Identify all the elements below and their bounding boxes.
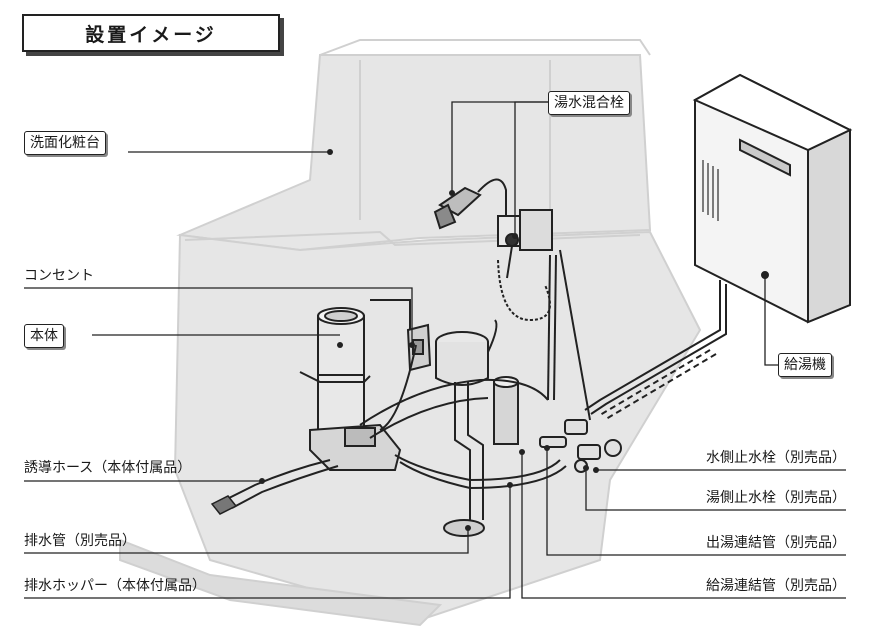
supply-pipes xyxy=(584,280,727,420)
label-outlet: コンセント xyxy=(24,268,94,284)
page-title: 設置イメージ xyxy=(22,14,280,52)
label-hot-supply-pipe: 給湯連結管（別売品） xyxy=(706,578,846,594)
label-induction-hose: 誘導ホース（本体付属品） xyxy=(24,460,192,476)
hoses xyxy=(224,299,567,509)
drain-assembly xyxy=(435,319,519,537)
label-water-heater: 給湯機 xyxy=(778,353,832,377)
label-hot-outlet-pipe: 出湯連結管（別売品） xyxy=(706,535,846,551)
leader-lines xyxy=(24,101,846,599)
main-unit-drawing xyxy=(299,307,402,471)
label-water-stop-valve: 水側止水栓（別売品） xyxy=(706,450,846,466)
label-vanity: 洗面化粧台 xyxy=(24,131,106,155)
mixing-faucet-drawing xyxy=(433,178,591,421)
leader-dots xyxy=(259,149,599,531)
label-mixing-faucet: 湯水混合栓 xyxy=(548,91,630,115)
label-hot-stop-valve: 湯側止水栓（別売品） xyxy=(706,490,846,506)
stop-valves xyxy=(539,419,622,473)
label-drain-pipe: 排水管（別売品） xyxy=(24,533,136,549)
label-drain-hopper: 排水ホッパー（本体付属品） xyxy=(24,578,206,594)
hose-end xyxy=(210,495,238,515)
vanity-cabinet xyxy=(119,39,702,627)
label-main-unit: 本体 xyxy=(24,324,64,348)
water-heater-unit xyxy=(692,73,853,324)
